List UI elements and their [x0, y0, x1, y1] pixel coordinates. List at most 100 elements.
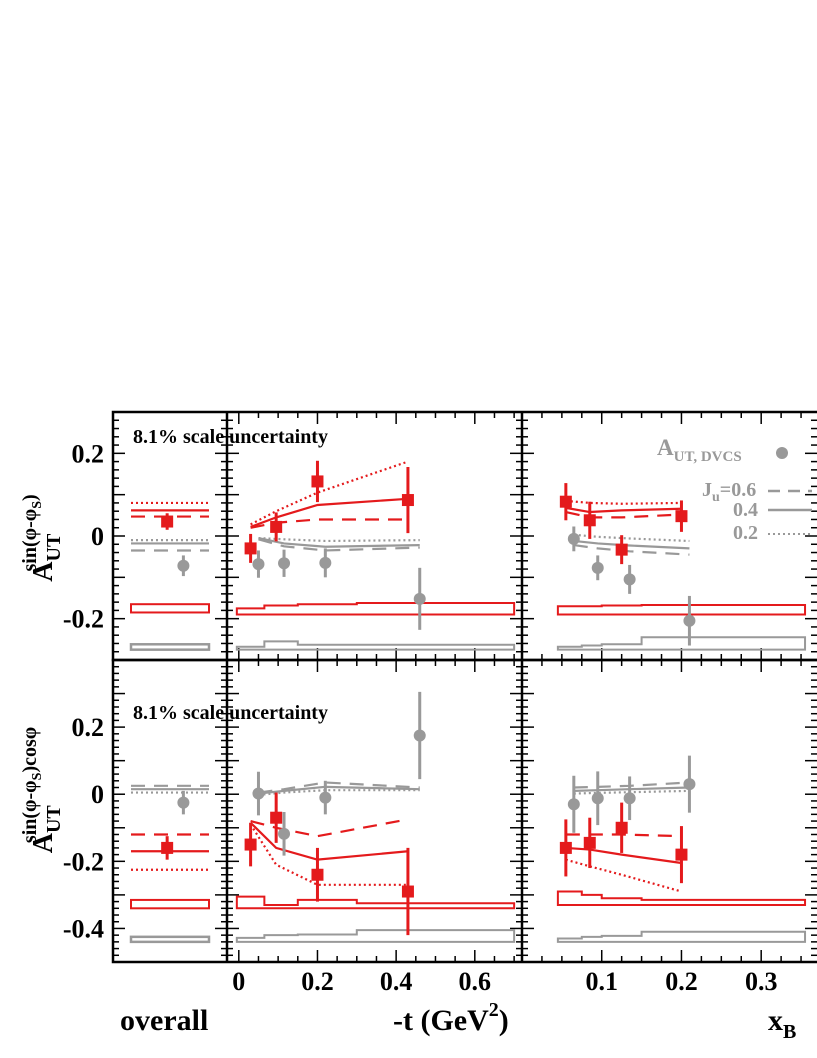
legend: AUT, DVCS Ju=0.6 0.4 0.2: [657, 435, 812, 544]
model-curve-dotted: [565, 499, 682, 505]
x-tick-label: 0.2: [301, 967, 334, 996]
x-tick-label: 0.2: [665, 967, 698, 996]
data-point-red: [559, 841, 572, 854]
x-ticks-bottom-xb: [541, 660, 802, 962]
data-point-gray: [177, 559, 190, 572]
x-label-t-end: ): [499, 1004, 509, 1037]
data-point-gray: [683, 614, 696, 627]
data-point-red: [270, 811, 283, 824]
data-point-red: [583, 836, 596, 849]
x-tick-label: 0.6: [459, 967, 492, 996]
y-label-top-sub: UT: [43, 533, 65, 561]
data-point-gray: [278, 557, 291, 570]
panel-bottom-xb: 0.1 0.2 0.3: [522, 660, 817, 996]
data-point-gray: [567, 532, 580, 545]
sys-band-red: [130, 898, 210, 910]
data-point-gray: [623, 792, 636, 805]
sys-band-gray: [129, 643, 211, 651]
panel-top-t: [227, 412, 522, 660]
y-ticks-bottom-xb: [522, 665, 817, 957]
sys-band-gray: [556, 930, 807, 943]
data-point-red: [401, 494, 414, 507]
y-ticks-top-t: [227, 419, 522, 653]
scale-note-top: 8.1% scale uncertainty: [133, 426, 328, 448]
y-tick-label: 0: [91, 522, 104, 551]
model-curve-solid: [258, 536, 420, 548]
model-curve-solid: [250, 497, 409, 528]
legend-ju-sub: u: [712, 490, 720, 505]
data-point-gray: [591, 792, 604, 805]
data-point-red: [161, 515, 174, 528]
data-point-gray: [567, 798, 580, 811]
data-point-red: [311, 868, 324, 881]
y-label-top-sup-end: ): [19, 494, 41, 501]
sys-band-red: [130, 603, 210, 614]
y-label-bottom-sup: sin(φ-φ: [19, 780, 41, 843]
y-label-bottom: AUTsin(φ-φS)cosφ: [19, 727, 65, 854]
y-ticks-bottom-overall: [113, 665, 227, 957]
legend-ju-main: J: [702, 479, 712, 501]
data-point-red: [675, 848, 688, 861]
sys-band-red: [556, 890, 807, 906]
legend-ju-first: =0.6: [720, 479, 756, 501]
x-tick-label: 0.3: [745, 967, 778, 996]
legend-dvcs-sub: UT, DVCS: [674, 449, 742, 465]
model-curve-dashed: [250, 818, 409, 838]
sys-band-gray: [129, 935, 211, 944]
data-point-gray: [319, 791, 332, 804]
data-point-red: [244, 542, 257, 555]
y-label-bottom-main: A: [28, 832, 59, 853]
panel-top-overall: -0.200.2: [63, 419, 227, 653]
data-point-red: [401, 885, 414, 898]
frame-bottom: [111, 658, 817, 964]
x-label-overall: overall: [120, 1004, 208, 1037]
y-label-top: AUTsin(φ-φS): [19, 494, 65, 581]
y-label-top-sup: sin(φ-φ: [19, 509, 41, 572]
model-curve-solid: [573, 539, 690, 550]
data-point-red: [615, 543, 628, 556]
x-ticks-top-t: [238, 412, 515, 660]
data-point-red: [615, 821, 628, 834]
model-curve-solid: [258, 785, 420, 795]
data-point-red: [161, 841, 174, 854]
sys-band-gray: [556, 636, 807, 651]
scale-note-bottom: 8.1% scale uncertainty: [133, 702, 328, 724]
data-point-gray: [319, 556, 332, 569]
legend-ju-label: Ju=0.6: [702, 479, 756, 505]
x-label-t-sup: 2: [489, 999, 499, 1021]
y-tick-label: 0: [91, 780, 104, 809]
sys-band-red: [235, 601, 516, 616]
data-point-gray: [623, 573, 636, 586]
model-curve-dashed: [250, 518, 408, 529]
x-tick-label: 0.1: [585, 967, 618, 996]
data-point-red: [583, 514, 596, 527]
data-point-red: [270, 520, 283, 533]
model-curve-dashed: [565, 510, 682, 519]
model-curve-dotted: [573, 789, 690, 795]
panel-top-xb: [522, 412, 817, 660]
y-tick-label: -0.2: [63, 847, 104, 876]
model-curve-dashed: [258, 781, 420, 794]
model-curve-dashed: [258, 538, 420, 552]
y-ticks-top-overall: [113, 419, 227, 653]
model-curve-dotted: [573, 533, 690, 543]
data-point-gray: [177, 796, 190, 809]
legend-ju-third: 0.2: [733, 522, 758, 544]
x-tick-label: 0: [232, 967, 245, 996]
y-tick-label: -0.2: [63, 605, 104, 634]
sys-band-red: [556, 604, 807, 616]
y-label-bottom-sub: UT: [43, 805, 65, 833]
model-curve-dotted: [565, 858, 682, 893]
model-curve-solid: [565, 506, 682, 514]
x-tick-label: 0.4: [380, 967, 413, 996]
model-curve-dotted: [258, 536, 420, 543]
x-label-t-main: -t (GeV: [393, 1004, 489, 1037]
x-label-xb: xB: [768, 1004, 796, 1043]
panel-bottom-overall: -0.4-0.200.2: [63, 665, 227, 957]
legend-dvcs-main: A: [657, 435, 674, 460]
legend-dvcs-label: AUT, DVCS: [657, 435, 742, 465]
sys-band-red: [235, 895, 516, 910]
data-point-gray: [683, 778, 696, 791]
model-curve-solid: [573, 786, 690, 792]
x-label-xb-main: x: [768, 1004, 783, 1037]
